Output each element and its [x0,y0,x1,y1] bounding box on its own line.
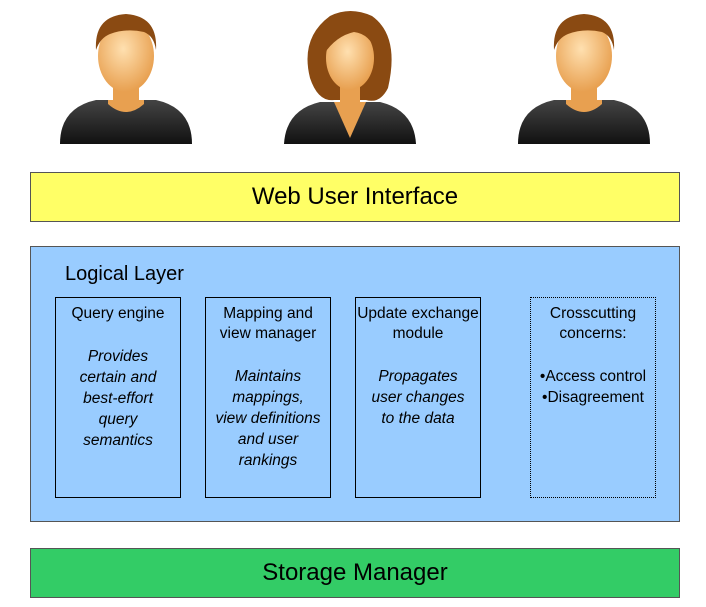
module-title: Query engine [71,305,165,322]
web-user-interface-layer: Web User Interface [30,172,680,222]
storage-label: Storage Manager [262,559,448,586]
crosscutting-concerns-module: Crosscutting concerns: •Access control •… [530,297,656,498]
male-user-icon [56,8,196,144]
query-engine-module: Query engine Provides certain and best-e… [55,297,181,498]
web-ui-label: Web User Interface [251,183,459,210]
module-description: Propagates user changes to the data [371,368,465,427]
mapping-view-manager-module: Mapping and view manager Maintains mappi… [205,297,331,498]
logical-layer: Logical Layer Query engine Provides cert… [30,246,680,522]
update-exchange-module: Update exchange module Propagates user c… [355,297,481,498]
male-user-icon [514,8,654,144]
module-description: Maintains mappings, view definitions and… [215,368,321,469]
logical-layer-title: Logical Layer [65,263,184,285]
module-description: Provides certain and best-effort query s… [79,348,157,449]
concerns-list: •Access control •Disagreement [531,366,655,408]
list-item: •Access control [539,368,647,385]
female-user-icon [280,8,420,144]
module-title: Mapping and view manager [219,305,317,342]
module-title: Crosscutting concerns: [549,305,637,342]
list-item: •Disagreement [542,389,644,406]
module-title: Update exchange module [357,305,479,342]
storage-manager-layer: Storage Manager [30,548,680,598]
